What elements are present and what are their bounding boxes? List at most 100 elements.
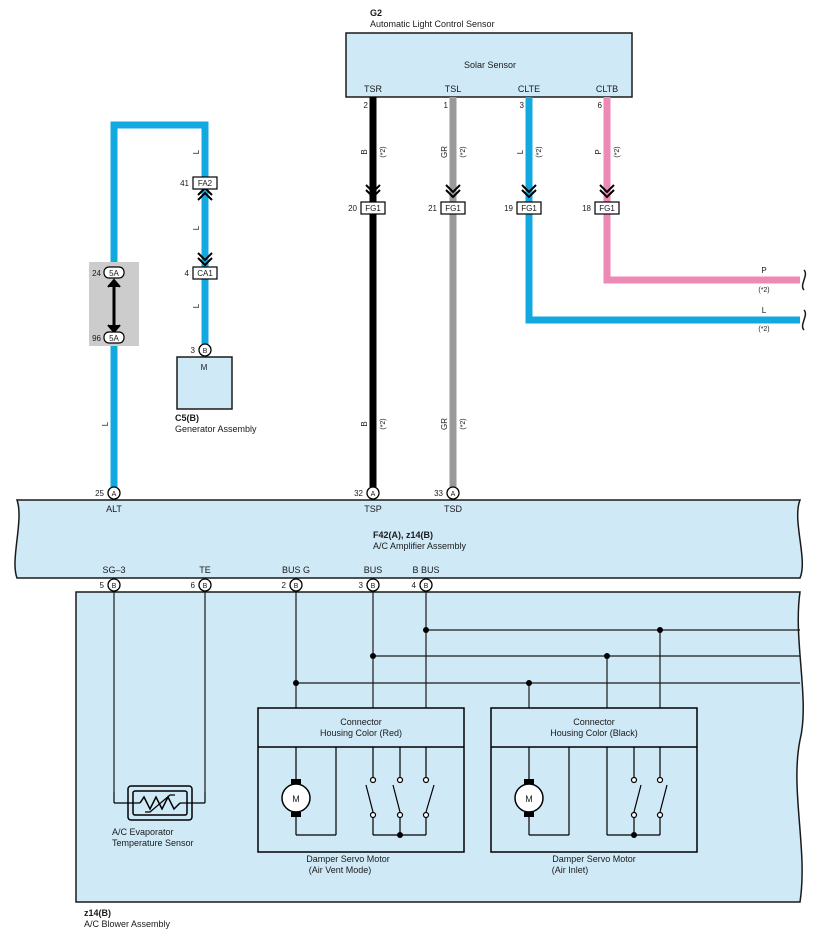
servo1-connector-1: Connector (340, 717, 382, 727)
wire-clte (525, 97, 800, 324)
output-p-note: (*2) (758, 287, 769, 294)
splice-bottom-connector (103, 331, 125, 344)
output-p-wire: P (761, 266, 766, 275)
amp-bottom-num-te: 6 (191, 581, 196, 590)
blower-code: z14(B) (84, 908, 111, 918)
wire-end-p (801, 269, 807, 291)
pin-number-tsl: 1 (444, 101, 449, 110)
pin-number-cltb: 6 (598, 101, 603, 110)
wire-label-tsr-lower: B (360, 421, 369, 426)
amplifier-name: A/C Amplifier Assembly (373, 541, 467, 551)
servo2-name-1: Damper Servo Motor (552, 854, 636, 864)
pin-number-clte: 3 (520, 101, 525, 110)
amp-bottom-name-busg: BUS G (282, 565, 310, 575)
amp-bottom-num-bbus: 4 (412, 581, 417, 590)
fg1-connectors (360, 201, 620, 215)
wire-label-tsl-lower: GR (440, 418, 449, 430)
wire-label-clte: L (516, 149, 525, 154)
wire-label-tsr: B (360, 149, 369, 154)
servo1-name-1: Damper Servo Motor (306, 854, 390, 864)
wire-end-l (801, 309, 807, 331)
chevron-icon (365, 184, 615, 199)
wire-label-gen-upper: L (192, 149, 201, 154)
switch-icon (630, 776, 668, 819)
servo2-connector-1: Connector (573, 717, 615, 727)
fg1-pin-tsl: 21 (428, 204, 437, 213)
generator-name: Generator Assembly (175, 424, 257, 434)
generator-box (176, 356, 233, 410)
fa2-connector (192, 176, 218, 190)
fg1-label-cltb: FG1 (599, 204, 615, 213)
servo2-name-2: (Air Inlet) (552, 865, 589, 875)
motor-icon (281, 779, 311, 817)
amp-bottom-conn-sg3: B (112, 583, 117, 590)
solar-sensor-label: Solar Sensor (464, 60, 516, 70)
sensor-code: G2 (370, 8, 382, 18)
fg1-label-tsr: FG1 (365, 204, 381, 213)
fa2-pin: 41 (180, 179, 189, 188)
fg1-pin-clte: 19 (504, 204, 513, 213)
pin-name-cltb: CLTB (596, 84, 618, 94)
splice-bottom-pin: 96 (92, 334, 101, 343)
splice-top-id: 5A (109, 269, 119, 278)
servo1-motor-label: M (292, 794, 300, 804)
switch-icon (365, 776, 435, 819)
amp-bottom-name-bbus: B BUS (412, 565, 439, 575)
amp-bottom-conn-bbus: B (424, 583, 429, 590)
amplifier-bottom-terminals (107, 578, 433, 592)
wire-label-gen-mid: L (192, 225, 201, 230)
amplifier-code: F42(A), z14(B) (373, 530, 433, 540)
fg1-label-clte: FG1 (521, 204, 537, 213)
amp-top-num-tsp: 32 (354, 489, 363, 498)
output-l-wire: L (762, 306, 767, 315)
amp-top-conn-tsd: A (451, 491, 456, 498)
fg1-pin-tsr: 20 (348, 204, 357, 213)
fg1-label-tsl: FG1 (445, 204, 461, 213)
amp-bottom-name-te: TE (199, 565, 211, 575)
wire-label-gen-lower: L (192, 303, 201, 308)
amp-top-name-alt: ALT (106, 504, 122, 514)
amp-top-num-tsd: 33 (434, 489, 443, 498)
amp-top-name-tsd: TSD (444, 504, 463, 514)
ca1-id: CA1 (197, 269, 213, 278)
wire-label-cltb: P (594, 149, 603, 154)
amp-bottom-name-sg3: SG–3 (102, 565, 125, 575)
amp-bottom-name-bus: BUS (364, 565, 383, 575)
wire-label-alt: L (101, 421, 110, 426)
pin-number-tsr: 2 (364, 101, 369, 110)
amplifier-top-terminals (107, 486, 460, 500)
amp-bottom-num-busg: 2 (282, 581, 287, 590)
wire-note-tsr-lower: (*2) (380, 418, 387, 429)
amp-bottom-conn-te: B (203, 583, 208, 590)
amp-bottom-conn-bus: B (371, 583, 376, 590)
junction-dots (293, 627, 663, 686)
generator-pin-conn: B (203, 348, 208, 355)
generator-pin-terminal (198, 343, 212, 357)
wire-cltb (603, 97, 800, 284)
sensor-name: Automatic Light Control Sensor (370, 19, 495, 29)
blower-name: A/C Blower Assembly (84, 919, 171, 929)
amp-top-num-alt: 25 (95, 489, 104, 498)
blower-wiring (113, 590, 800, 792)
servo-air-vent-box (257, 707, 465, 853)
wire-note-tsr: (*2) (380, 146, 387, 157)
servo1-name-2: (Air Vent Mode) (309, 865, 372, 875)
servo2-connector-2: Housing Color (Black) (550, 728, 638, 738)
evap-sensor-label-2: Temperature Sensor (112, 838, 194, 848)
output-l-note: (*2) (758, 326, 769, 333)
ca1-pin: 4 (185, 269, 190, 278)
motor-icon (514, 779, 544, 817)
splice-top-connector (103, 266, 125, 279)
pin-name-clte: CLTE (518, 84, 540, 94)
evap-sensor-label-1: A/C Evaporator (112, 827, 174, 837)
solar-sensor-box (345, 32, 633, 98)
amp-bottom-num-sg3: 5 (100, 581, 105, 590)
servo-air-inlet-box (490, 707, 698, 853)
servo2-motor-label: M (525, 794, 533, 804)
ca1-connector (192, 266, 218, 280)
servo1-connector-2: Housing Color (Red) (320, 728, 402, 738)
thermistor-icon (113, 785, 206, 821)
wire-note-clte: (*2) (536, 146, 543, 157)
amp-top-conn-tsp: A (371, 491, 376, 498)
